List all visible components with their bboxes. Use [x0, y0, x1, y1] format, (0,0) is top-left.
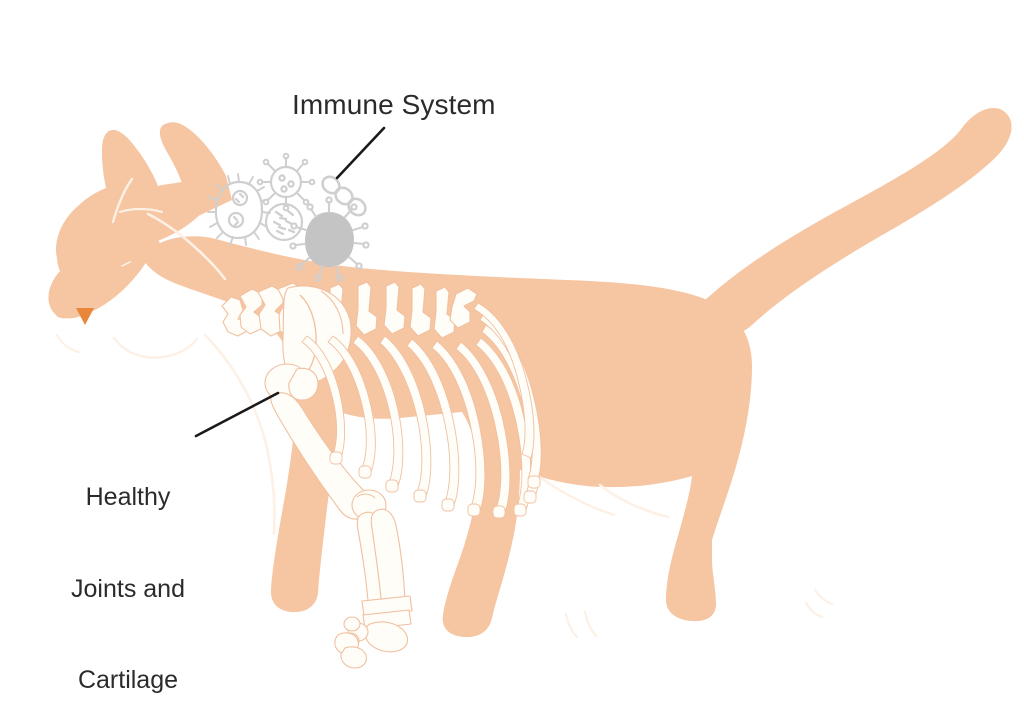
label-joints-line-3: Cartilage [77, 666, 179, 694]
cat-foreleg-separation [203, 333, 276, 536]
streptococcus-chain-icon [321, 175, 367, 217]
leader-lines-group [194, 126, 386, 438]
label-joints-line-2: Joints and [71, 574, 185, 603]
cat-toe-line-fl-1 [564, 612, 579, 639]
cat-torso [53, 123, 752, 638]
label-joints-line-1: Healthy [85, 483, 171, 511]
cat-chin-line [55, 333, 81, 354]
cat-muzzle-line [112, 336, 199, 359]
elbow-detail [356, 493, 376, 499]
scapular-ridge [320, 290, 344, 335]
microbes-group [207, 152, 370, 282]
phalanges [334, 616, 409, 669]
joints-leader-line [194, 391, 280, 438]
cat-ear-fold-right [146, 212, 227, 281]
cat-body-group [48, 107, 1012, 639]
immune-leader-line [335, 126, 386, 180]
bacteria-colony-circle-icon [264, 202, 304, 242]
cat-toe-line-fl-2 [583, 610, 598, 638]
ribcage [301, 302, 542, 513]
cat-toe-line-r-1 [804, 601, 824, 619]
bacterium-flagellate-icon [207, 173, 271, 246]
virus-filled-icon [289, 196, 370, 282]
cat-ear-edge [118, 207, 164, 214]
cat-toe-line-r-2 [813, 588, 834, 606]
cat-hindleg-separation [598, 483, 670, 519]
costal-cartilage-nodes [329, 451, 541, 519]
cat-tail [703, 107, 1012, 335]
shoulder-joint-tubercle [288, 367, 319, 401]
cat-whisker-dot [121, 261, 131, 267]
cat-ear-fold-left [111, 177, 134, 224]
cat-skeleton-group [221, 281, 542, 669]
virus-spiky-icon [256, 152, 316, 212]
label-immune-system: Immune System [292, 89, 496, 120]
rib-11 [473, 302, 535, 459]
label-healthy-joints-and-cartilage: Healthy Joints and Cartilage [62, 421, 194, 704]
cat-head [48, 122, 232, 319]
cat-eye-marking-icon [76, 308, 94, 325]
